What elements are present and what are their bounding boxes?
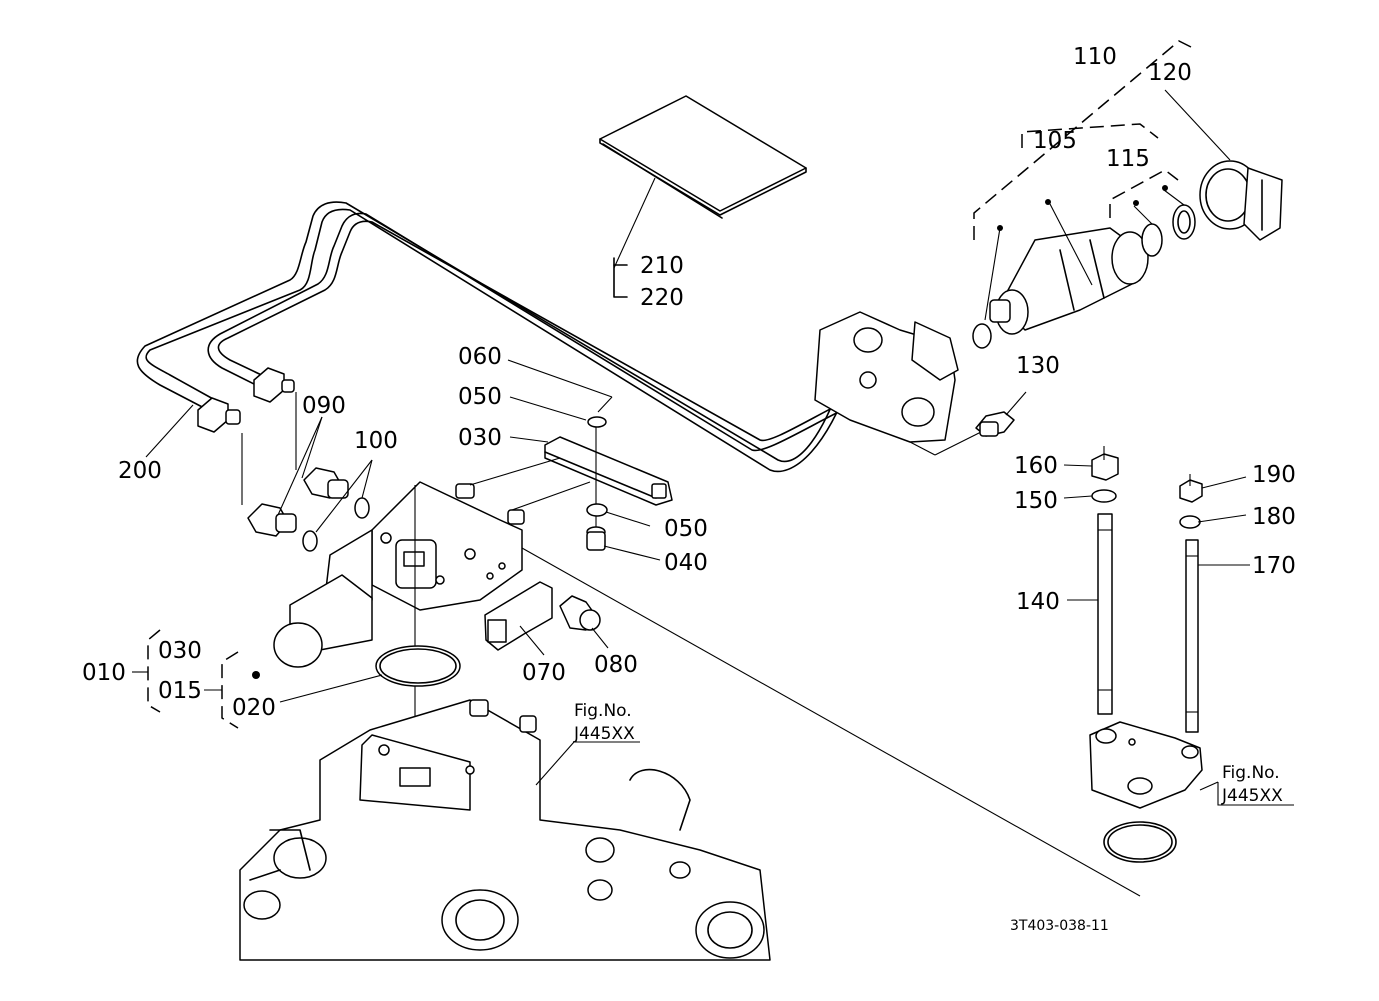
bracket-115 [1109, 169, 1179, 218]
stud-170 [1185, 539, 1199, 733]
washer-050-upper [587, 416, 607, 428]
label-120: 120 [1148, 60, 1192, 86]
label-040: 040 [664, 550, 708, 576]
label-030-group: 030 [158, 638, 202, 664]
pipe-flange-block [814, 311, 959, 443]
washer-180 [1179, 515, 1201, 529]
label-210: 210 [640, 253, 684, 279]
o-ring-100-upper [354, 497, 370, 519]
hydraulic-pipes [136, 201, 921, 505]
base-seal-ring [1103, 821, 1177, 863]
bracket-110 [973, 40, 1194, 240]
mounting-base-plate [1089, 721, 1203, 809]
pipe-fitting-left [197, 397, 241, 433]
label-180: 180 [1252, 504, 1296, 530]
label-150: 150 [1014, 488, 1058, 514]
label-200: 200 [118, 458, 162, 484]
leader-lines [145, 359, 1294, 806]
fig-ref-right-line1: Fig.No. [1222, 763, 1280, 783]
fig-ref-left-line1: Fig.No. [574, 701, 632, 721]
label-160: 160 [1014, 453, 1058, 479]
control-valve-body [273, 481, 525, 668]
fig-ref-right-line2: J445XX [1221, 786, 1283, 806]
label-050-lower: 050 [664, 516, 708, 542]
label-105: 105 [1033, 128, 1077, 154]
label-170: 170 [1252, 553, 1296, 579]
label-100: 100 [354, 428, 398, 454]
bracket-105 [1021, 123, 1159, 148]
bullet-015 [252, 671, 260, 679]
label-020: 020 [232, 695, 276, 721]
diagram-code: 3T403-038-11 [1010, 918, 1109, 934]
stud-140 [1097, 513, 1113, 715]
label-010: 010 [82, 660, 126, 686]
label-130: 130 [1016, 353, 1060, 379]
o-ring-105-small [972, 323, 992, 349]
nut-190 [1179, 479, 1203, 503]
label-080: 080 [594, 652, 638, 678]
part-labels: 110 120 105 115 210 220 060 130 050 090 … [82, 44, 1296, 721]
pipe-fitting-upper [253, 367, 295, 403]
o-ring-020 [375, 645, 461, 687]
filter-cartridge-105 [989, 227, 1149, 335]
plug-080 [559, 595, 601, 631]
bolt-130 [975, 411, 1015, 437]
figure-reference-right: Fig.No. J445XX [1221, 763, 1283, 806]
connector-090-upper [303, 467, 349, 499]
label-140: 140 [1016, 589, 1060, 615]
nut-160 [1091, 453, 1119, 481]
fig-ref-left-line2: J445XX [573, 724, 635, 744]
reference-leader-long [521, 547, 1141, 897]
connector-090-lower [247, 503, 297, 537]
manual-booklet [599, 95, 807, 298]
washer-150 [1091, 489, 1117, 503]
o-ring-115-a [1141, 223, 1163, 257]
bracket-plate-030 [544, 436, 673, 506]
label-070: 070 [522, 660, 566, 686]
pin-060 [597, 396, 613, 413]
label-015: 015 [158, 678, 202, 704]
bolt-040 [586, 526, 606, 551]
label-060: 060 [458, 344, 502, 370]
label-190: 190 [1252, 462, 1296, 488]
filter-cover-120 [1199, 160, 1283, 241]
transmission-housing [239, 699, 771, 961]
label-115: 115 [1106, 146, 1150, 172]
group-brackets-010-015 [132, 629, 239, 729]
label-050-upper: 050 [458, 384, 502, 410]
label-110: 110 [1073, 44, 1117, 70]
washer-050-lower [586, 503, 608, 517]
label-220: 220 [640, 285, 684, 311]
figure-reference-left: Fig.No. J445XX [573, 701, 635, 744]
label-030-bracket: 030 [458, 425, 502, 451]
o-ring-100-lower [302, 530, 318, 552]
label-090: 090 [302, 393, 346, 419]
bracket-070 [484, 581, 553, 651]
o-ring-115-b [1172, 204, 1196, 240]
